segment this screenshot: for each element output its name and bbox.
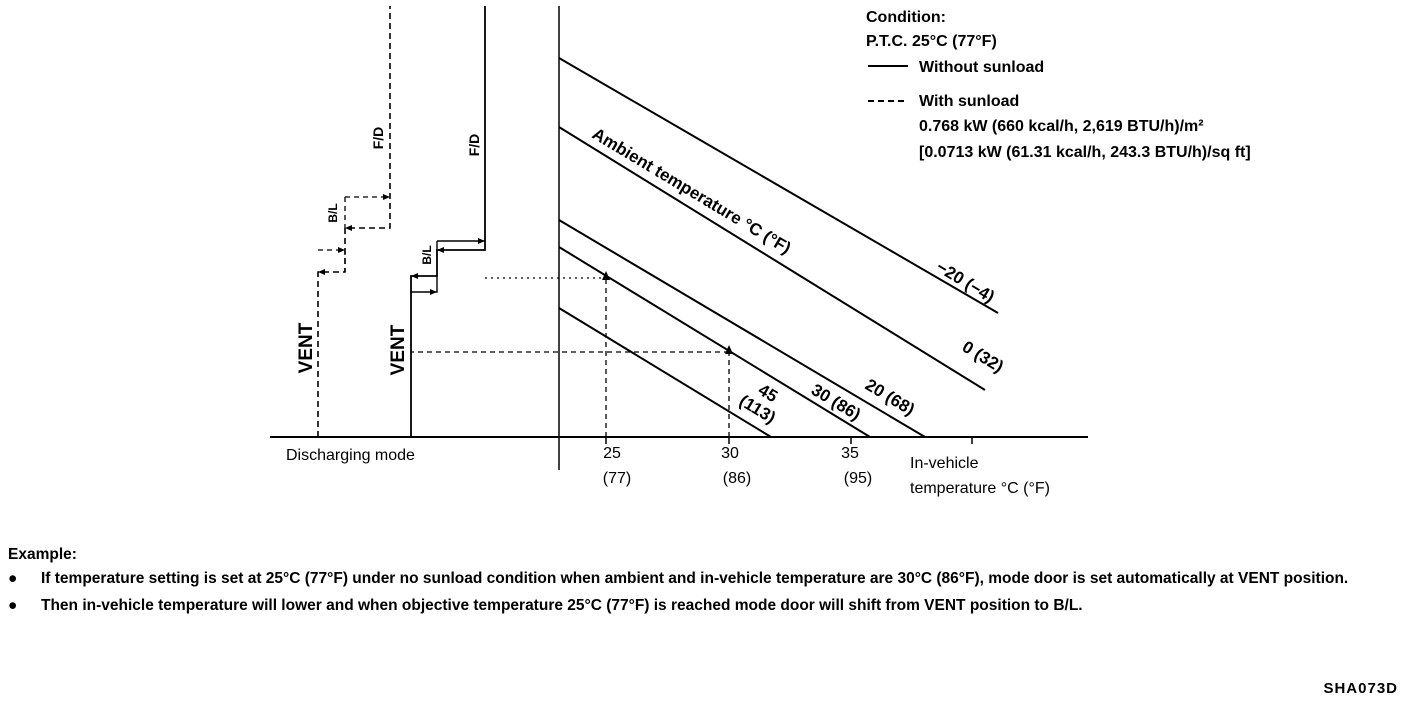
example-bullet-1-text: If temperature setting is set at 25°C (7… (41, 570, 1349, 587)
fd-label-dashed: F/D (370, 127, 386, 150)
example-title: Example: (8, 546, 77, 563)
x-tick-25: 25 (603, 445, 621, 462)
hysteresis-dashed-vent (318, 249, 346, 272)
bl-label-dashed: B/L (326, 203, 340, 222)
ambient-line-20 (558, 219, 926, 438)
x-tick-25-f: (77) (603, 470, 631, 487)
figure-code: SHA073D (1323, 680, 1398, 697)
x-tick-30: 30 (721, 445, 739, 462)
ambient-label-0: 0 (32) (959, 337, 1007, 376)
ambient-lines (558, 57, 999, 438)
x-axis-title-line1: In-vehicle (910, 455, 979, 472)
legend-sunload-imperial: [0.0713 kW (61.31 kcal/h, 243.3 BTU/h)/s… (919, 144, 1251, 161)
vent-label-solid: VENT (388, 324, 409, 375)
ambient-title: Ambient temperature °C (°F) (589, 124, 794, 258)
discharging-mode-label: Discharging mode (286, 447, 415, 464)
legend-ptc: P.T.C. 25°C (77°F) (866, 33, 997, 50)
ambient-line-30 (558, 246, 871, 438)
ambient-label-20: 20 (68) (862, 375, 918, 419)
legend-sunload-metric: 0.768 kW (660 kcal/h, 2,619 BTU/h)/m² (919, 118, 1204, 135)
legend-condition-title: Condition: (866, 9, 946, 26)
bullet-dot-icon: ● (8, 570, 18, 587)
legend-dashed-label: With sunload (919, 93, 1019, 110)
bl-label-solid: B/L (420, 245, 434, 264)
mode-curve-without-sunload (410, 6, 486, 437)
ambient-line-minus20 (558, 57, 999, 314)
x-tick-30-f: (86) (723, 470, 751, 487)
x-tick-35: 35 (841, 445, 859, 462)
example-arrows (602, 271, 733, 354)
legend: Condition: P.T.C. 25°C (77°F) Without su… (866, 9, 1251, 161)
x-tick-35-f: (95) (844, 470, 872, 487)
vent-label-dashed: VENT (296, 322, 317, 373)
hysteresis-dashed-bl (344, 196, 390, 228)
bullet-dot-icon: ● (8, 597, 18, 614)
hysteresis-arrows (318, 194, 485, 295)
example-path (411, 278, 730, 437)
example-section: Example: ● If temperature setting is set… (8, 544, 1398, 622)
ambient-label-30: 30 (86) (808, 380, 864, 424)
legend-solid-label: Without sunload (919, 59, 1044, 76)
example-bullet-1: ● If temperature setting is set at 25°C … (8, 568, 1398, 589)
example-bullet-2: ● Then in-vehicle temperature will lower… (8, 595, 1398, 616)
fd-label-solid: F/D (466, 134, 482, 157)
x-axis-title-line2: temperature °C (°F) (910, 480, 1050, 497)
example-bullet-2-text: Then in-vehicle temperature will lower a… (41, 597, 1083, 614)
x-axis-ticks (605, 437, 973, 444)
ambient-line-45 (558, 307, 772, 438)
ambient-line-0 (558, 126, 986, 391)
